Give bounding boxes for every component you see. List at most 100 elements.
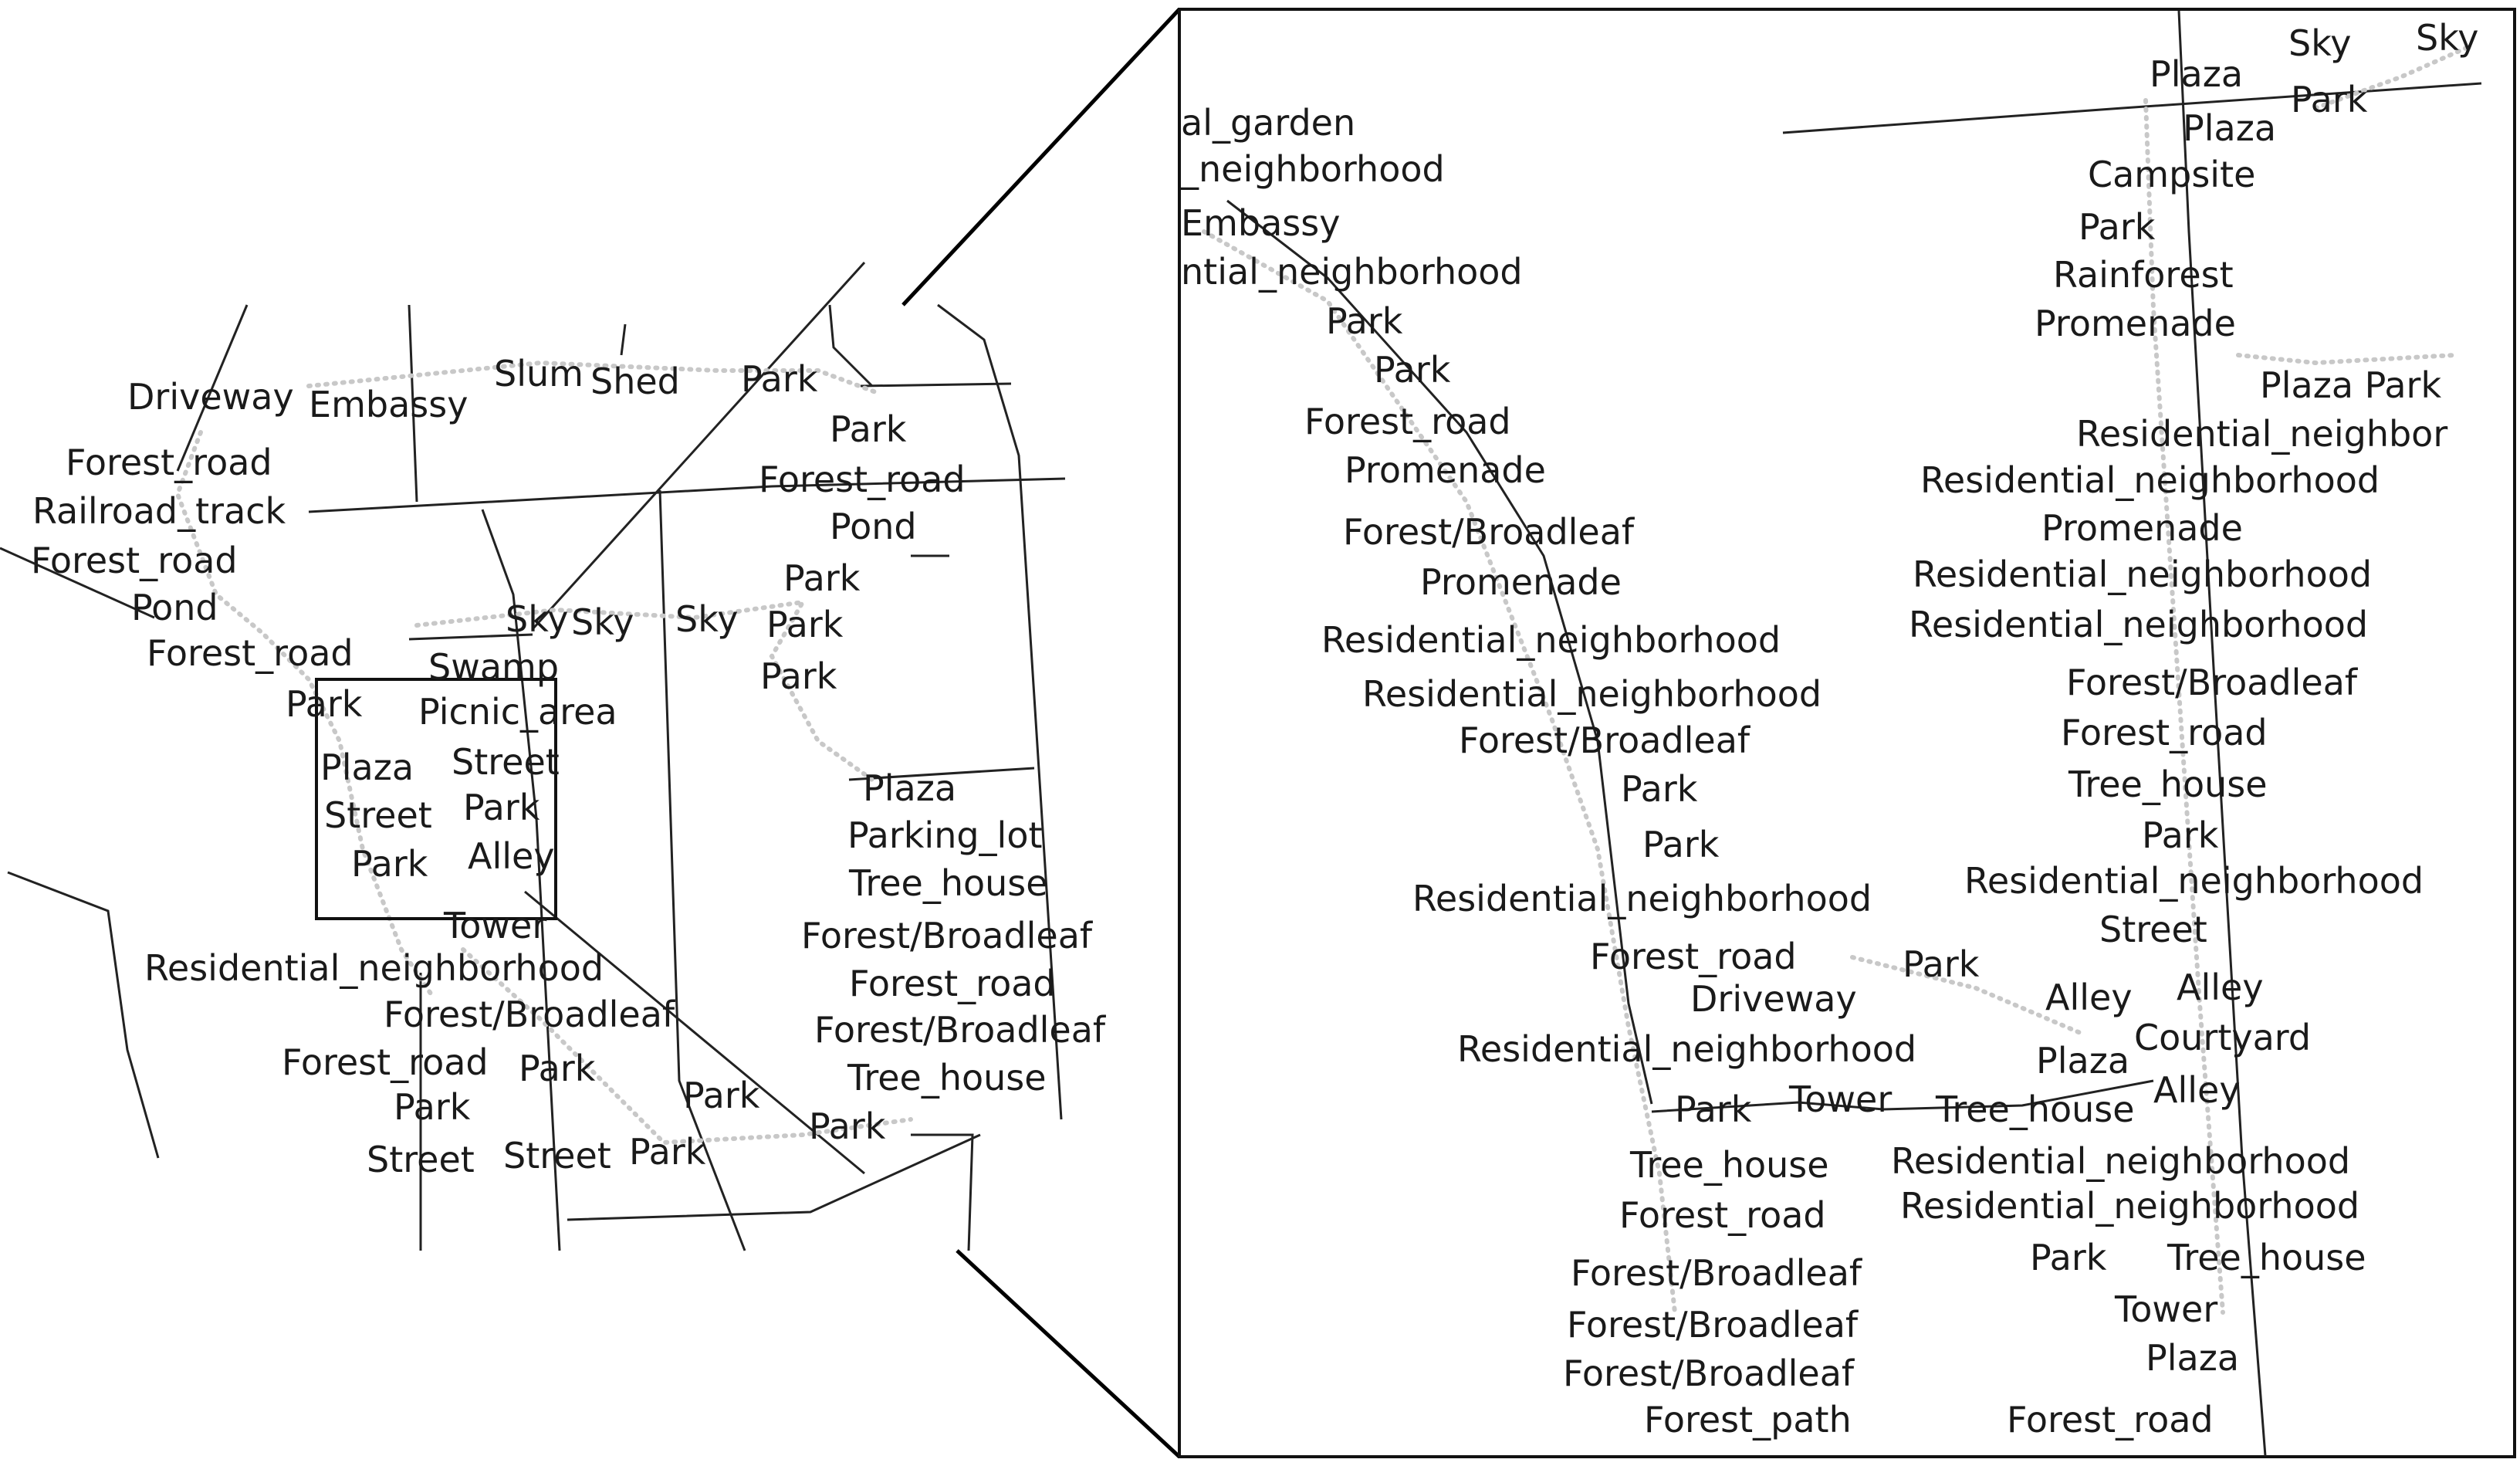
zoom-label: Forest_road [2007, 1399, 2214, 1441]
zoom-label: Residential_neighborhood [1900, 1185, 2359, 1227]
overview-label: Park [766, 604, 844, 645]
overview-label: Street [367, 1139, 475, 1180]
zoom-label: Park [1642, 824, 1720, 865]
zoom-label: Park [1675, 1088, 1752, 1130]
zoom-label: Campsite [2088, 154, 2255, 195]
overview-label: Sky [571, 601, 634, 643]
overview-label: Plaza [320, 747, 414, 788]
overview-label: Forest/Broadleaf [801, 915, 1094, 956]
overview-roads [0, 261, 1066, 1251]
overview-label: Forest_road [31, 540, 238, 581]
zoom-label: Alley [2045, 977, 2133, 1018]
zoom-labels: Sky Sky Plaza Park Plaza al_garden Camps… [1180, 17, 2478, 1441]
zoom-label: Residential_neighborhood [1909, 604, 2368, 645]
overview-label: Sky [675, 598, 738, 640]
zoom-label: Sky [2288, 22, 2351, 64]
overview-label: Street [503, 1135, 611, 1177]
overview-label: Forest_road [282, 1041, 489, 1083]
overview-label: Tree_house [848, 862, 1048, 904]
zoom-label: Residential_neighborhood [1457, 1028, 1916, 1070]
overview-label: Forest_road [147, 632, 353, 674]
zoom-label: Residential_neighborhood [1920, 459, 2380, 501]
zoom-label: Promenade [1345, 449, 1546, 491]
overview-label: Driveway [127, 376, 294, 418]
zoom-selection-box [315, 678, 557, 920]
zoom-label: Forest_road [1304, 401, 1511, 442]
zoom-label: Plaza [2146, 1337, 2239, 1379]
zoom-label: Promenade [2035, 303, 2236, 344]
zoom-label: Park [1903, 943, 1980, 985]
zoom-label: Embassy [1181, 202, 1340, 244]
zoom-label: Tower [2114, 1288, 2217, 1330]
overview-label: Slum [494, 353, 583, 394]
overview-label: Park [760, 655, 837, 697]
zoom-label: Forest/Broadleaf [1567, 1304, 1859, 1346]
overview-label: Railroad_track [32, 490, 286, 532]
zoom-label: Residential_neighborhood [1412, 878, 1872, 919]
zoom-label: Alley [2153, 1069, 2241, 1111]
zoom-label: Forest_road [1590, 936, 1797, 977]
overview-label: Sky [506, 598, 568, 640]
overview-label: Park [519, 1048, 596, 1089]
overview-label: Embassy [309, 384, 468, 425]
overview-label: Park [629, 1131, 706, 1173]
overview-label: Shed [590, 361, 680, 402]
zoom-label: Driveway [1690, 978, 1857, 1020]
overview-label: Forest/Broadleaf [384, 994, 676, 1035]
zoom-label: Tree_house [1629, 1144, 1829, 1186]
zoom-label: Forest_road [1619, 1194, 1826, 1236]
overview-label: Swamp [428, 646, 559, 688]
zoom-label: Sky [2416, 17, 2478, 59]
overview-label: Park [286, 683, 363, 725]
overview-label: Forest_road [66, 442, 272, 483]
zoom-label: Park [1621, 768, 1698, 810]
overview-label: Tree_house [847, 1057, 1047, 1099]
overview-poi-trail [174, 360, 913, 1146]
overview-label: Park [809, 1105, 886, 1147]
zoom-label: Alley [2177, 967, 2264, 1008]
zoom-label: Forest_path [1644, 1399, 1852, 1441]
overview-label: Pond [131, 587, 218, 628]
zoom-label: Residential_neighbor [2076, 413, 2447, 455]
zoom-label: Tree_house [1935, 1088, 2135, 1130]
zoom-label: Street [2099, 909, 2207, 950]
zoom-poi-trail [1202, 44, 2472, 1315]
overview-label: Plaza [863, 767, 956, 809]
zoom-frame [1178, 8, 2516, 1458]
zoom-label: Plaza [2150, 53, 2243, 95]
zoom-label: Forest/Broadleaf [2066, 662, 2359, 703]
overview-label: Forest_road [849, 963, 1056, 1004]
overview-label: Tower [443, 905, 546, 946]
overview-label: Park [463, 787, 540, 828]
zoom-map: Sky Sky Plaza Park Plaza al_garden Camps… [1178, 8, 2516, 1458]
zoom-label: Residential_neighborhood [1321, 619, 1781, 661]
zoom-label: Park [2142, 814, 2219, 856]
zoom-label: Tree_house [2068, 763, 2268, 805]
overview-label: Park [783, 557, 861, 599]
zoom-label: Promenade [2041, 507, 2243, 549]
zoom-label: Plaza [2183, 107, 2276, 149]
zoom-label: Park [2079, 206, 2156, 248]
overview-label: Alley [468, 835, 555, 877]
zoom-label: Park [2291, 79, 2368, 120]
overview-label: Park [351, 843, 428, 885]
overview-label: Forest_road [759, 459, 966, 500]
zoom-label: Plaza [2036, 1040, 2129, 1082]
overview-label: Park [741, 358, 818, 400]
overview-label: Street [452, 741, 560, 783]
overview-map: Driveway Embassy Slum Shed Park Forest_r… [0, 261, 1107, 1251]
zoom-label: Forest/Broadleaf [1343, 511, 1635, 553]
zoom-label: Plaza Park [2260, 364, 2441, 406]
zoom-label: Rainforest [2053, 254, 2234, 296]
zoom-label: al_garden [1181, 102, 1355, 144]
overview-label: Parking_lot [847, 814, 1043, 856]
zoom-label: Promenade [1420, 561, 1622, 603]
overview-labels: Driveway Embassy Slum Shed Park Forest_r… [31, 353, 1107, 1180]
zoom-label: ntial_neighborhood [1181, 251, 1523, 293]
overview-label: Forest/Broadleaf [814, 1009, 1107, 1051]
zoom-label: _neighborhood [1180, 148, 1445, 190]
overview-label: Street [324, 794, 432, 836]
zoom-label: Park [1374, 349, 1451, 391]
zoom-label: Forest/Broadleaf [1563, 1353, 1855, 1394]
